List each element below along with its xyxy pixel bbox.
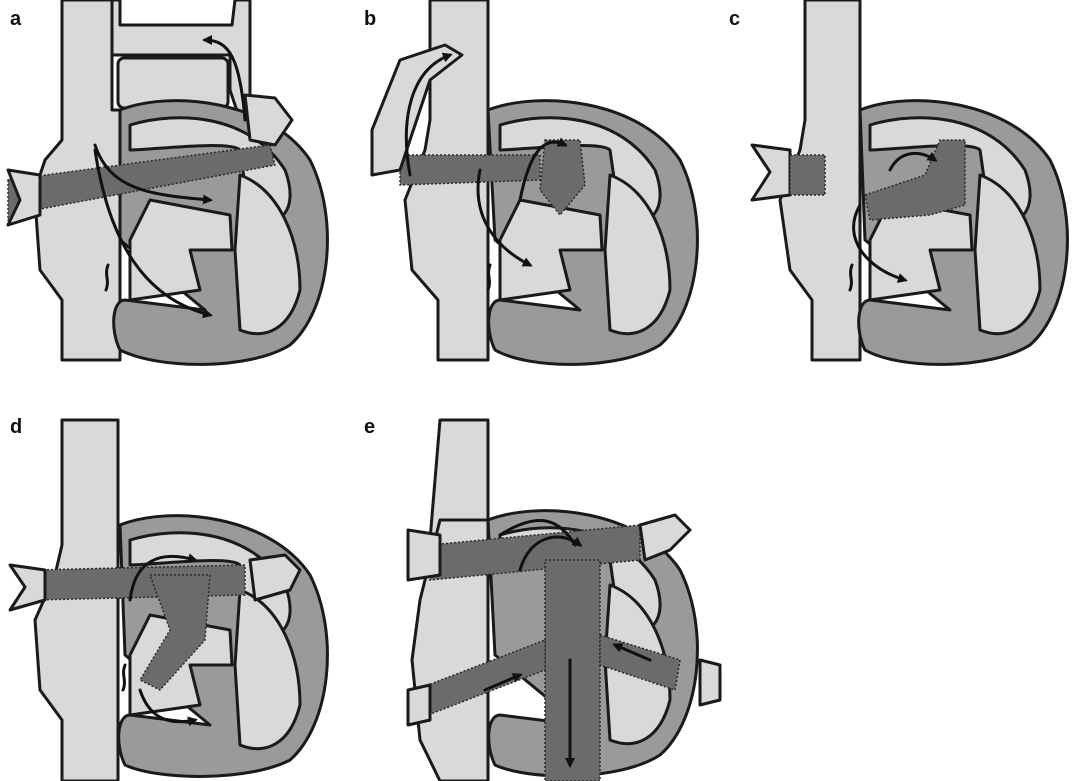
left-vein-stub-c bbox=[752, 145, 790, 200]
vein-segment-c bbox=[790, 155, 825, 195]
vertical-vein-e bbox=[545, 560, 600, 781]
heart-panel-a bbox=[8, 0, 327, 364]
pulmonary-vein-band-b bbox=[400, 155, 540, 185]
tick-c bbox=[850, 265, 852, 290]
lower-left-stub-e bbox=[408, 685, 430, 725]
heart-panel-e bbox=[408, 420, 720, 781]
heart-panel-d bbox=[10, 420, 327, 781]
tick-a bbox=[106, 265, 108, 290]
heart-panel-c bbox=[752, 0, 1067, 364]
left-vein-stub-e bbox=[408, 530, 440, 580]
heart-panel-b bbox=[372, 0, 697, 364]
lower-right-stub-e bbox=[700, 660, 720, 705]
tick-d bbox=[123, 665, 125, 690]
right-vein-stub-e bbox=[640, 515, 690, 560]
vena-cava-d bbox=[35, 420, 118, 781]
left-vein-stub-d bbox=[10, 565, 45, 610]
tick-b bbox=[488, 265, 490, 290]
